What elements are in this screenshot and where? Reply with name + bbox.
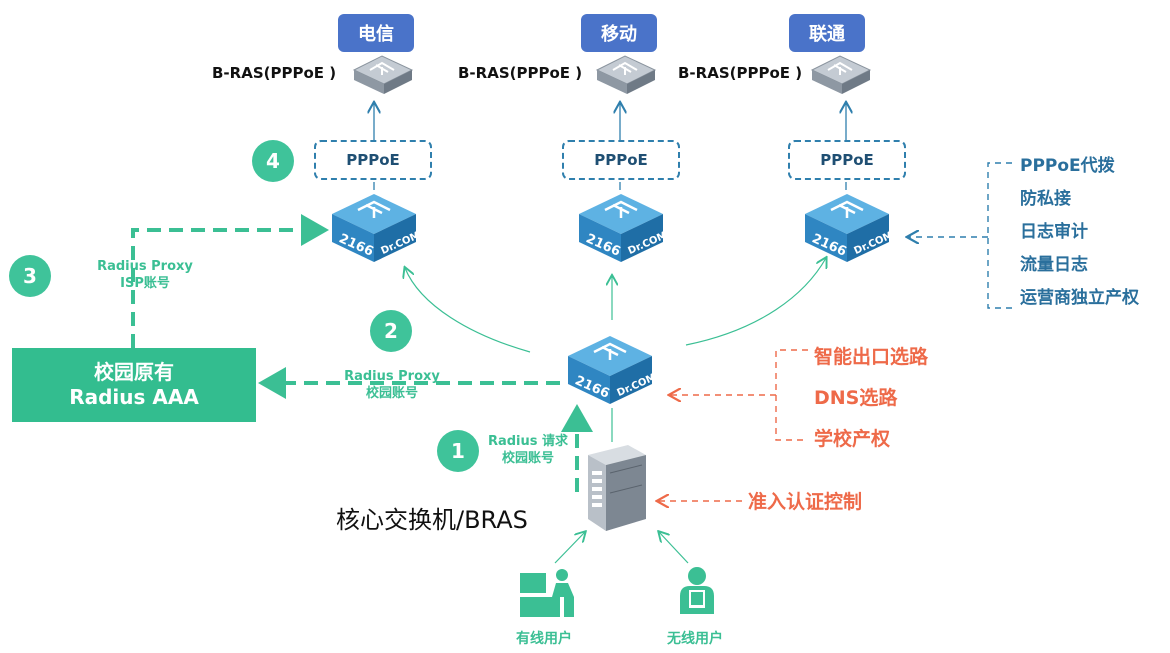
uplink-arrows [374,103,846,190]
feature-item: 防私接 [1020,189,1071,209]
step-1-note-line1: Radius 请求 [487,434,569,449]
step-2-note-line2: 校园账号 [365,386,418,401]
isp-tab-unicom: 联通 [789,14,865,52]
radius-aaa-box: 校园原有 Radius AAA [12,348,256,422]
mobile-user-icon [680,567,714,614]
wireless-user-arrow [659,532,689,564]
distribution-arrows [405,258,826,353]
right-feature-list: PPPoE代拨 防私接 日志审计 流量日志 运营商独立产权 [1020,150,1139,315]
step-1-badge: 1 [437,430,479,472]
drcom-device-unicom: 2166 Dr.COM [797,188,897,266]
aaa-box-line2: Radius AAA [69,385,199,409]
isp-tab-mobile: 移动 [581,14,657,52]
bras-router-icon [810,55,872,94]
center-feature-bracket [670,349,808,441]
step-3-note-line1: Radius Proxy [97,259,193,274]
step-4-badge: 4 [252,140,294,182]
pppoe-box: PPPoE [562,140,680,180]
drcom-device-icon [579,194,663,262]
bras-label: B-RAS(PPPoE ) [458,64,583,82]
core-switch-label: 核心交换机/BRAS [336,506,528,534]
step-3-badge: 3 [9,255,51,297]
feature-item: PPPoE代拨 [1020,156,1115,176]
drcom-device-center: 2166 Dr.COM [560,330,660,408]
bras-router-icon [352,55,414,94]
aaa-box-line1: 校园原有 [94,360,174,384]
feature-item: 流量日志 [1020,255,1088,275]
drcom-device-icon [805,194,889,262]
feature-item: 日志审计 [1020,222,1088,242]
core-switch-icon [588,445,646,531]
bras-label: B-RAS(PPPoE ) [678,64,803,82]
wired-user-arrow [554,532,585,564]
bras-router-icon [595,55,657,94]
feature-item: 学校产权 [814,428,891,450]
drcom-device-icon [332,194,416,262]
step-2-note-line1: Radius Proxy [344,369,440,384]
right-feature-bracket [908,162,1012,309]
feature-item: 运营商独立产权 [1020,288,1139,308]
drcom-device-telecom: 2166 Dr.COM [324,188,424,266]
desktop-user-icon [520,569,574,617]
pppoe-box: PPPoE [788,140,906,180]
isp-tab-telecom: 电信 [338,14,414,52]
wired-user-label: 有线用户 [516,631,572,647]
step-3-note-line2: ISP账号 [120,276,170,291]
step-2-badge: 2 [370,310,412,352]
center-feature-list: 智能出口选路 DNS选路 学校产权 [814,337,928,460]
step-1-note: Radius 请求 校园账号 [482,433,574,467]
step-3-note: Radius Proxy ISP账号 [90,258,200,292]
access-control-label: 准入认证控制 [748,491,863,513]
feature-item: DNS选路 [814,387,898,409]
pppoe-box: PPPoE [314,140,432,180]
step-2-note: Radius Proxy 校园账号 [336,368,448,402]
bras-label: B-RAS(PPPoE ) [212,64,337,82]
drcom-device-mobile: 2166 Dr.COM [571,188,671,266]
step-1-note-line2: 校园账号 [501,451,554,466]
step3-arrow [131,214,329,348]
wireless-user-label: 无线用户 [667,631,723,647]
feature-item: 智能出口选路 [814,346,929,368]
drcom-device-icon [568,336,652,404]
